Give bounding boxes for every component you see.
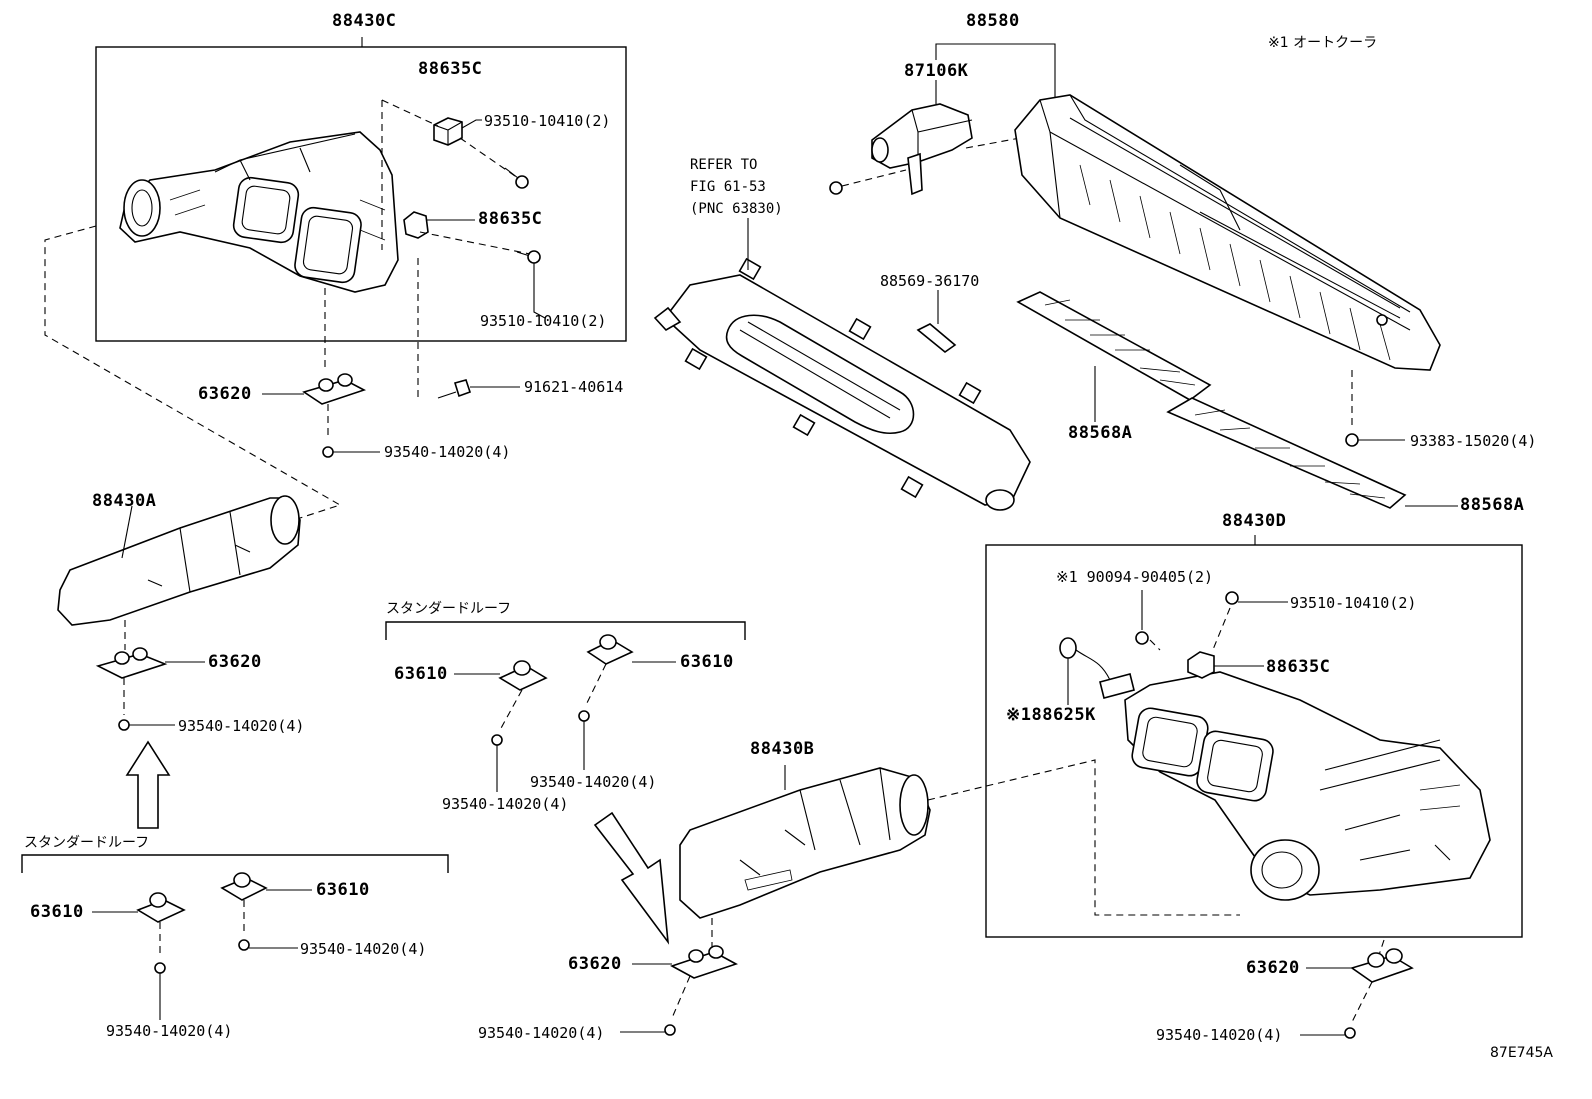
label-63610-b: 63610 <box>316 880 370 900</box>
label-88635C-c: 88635C <box>1266 657 1331 677</box>
label-93540-h: 93540-14020(4) <box>1156 1026 1283 1044</box>
label-standard-roof-b: スタンダードルーフ <box>386 601 512 617</box>
screw-servo <box>829 181 843 195</box>
duct-88430D <box>1124 671 1491 901</box>
label-88580: 88580 <box>966 11 1020 31</box>
label-88568A-a: 88568A <box>1068 423 1133 443</box>
label-63610-d: 63610 <box>680 652 734 672</box>
screw-93540-g <box>620 1024 676 1036</box>
label-93540-b: 93540-14020(4) <box>178 717 305 735</box>
servo-87106K <box>871 103 973 196</box>
label-93540-c: 93540-14020(4) <box>106 1022 233 1040</box>
screw-93510-b <box>516 250 541 264</box>
clip-88569 <box>916 290 957 354</box>
clip-88635C-c <box>1187 651 1264 679</box>
screw-93540-b <box>118 719 175 731</box>
label-93510-c: 93510-10410(2) <box>1290 594 1417 612</box>
label-63620-a: 63620 <box>198 384 252 404</box>
clip-63620-c <box>632 945 738 979</box>
label-88635C-b: 88635C <box>478 209 543 229</box>
screw-93540-f <box>578 710 590 770</box>
label-93540-d: 93540-14020(4) <box>300 940 427 958</box>
label-63620-d: 63620 <box>1246 958 1300 978</box>
duct-88430A <box>57 495 301 626</box>
label-93540-e: 93540-14020(4) <box>442 795 569 813</box>
label-figure-code: 87E745A <box>1490 1045 1553 1061</box>
clip-63620-a <box>262 373 367 405</box>
label-63620-b: 63620 <box>208 652 262 672</box>
screw-93510-a <box>504 167 529 189</box>
label-93510-b: 93510-10410(2) <box>480 312 607 330</box>
label-87106K: 87106K <box>904 61 969 81</box>
label-93540-g: 93540-14020(4) <box>478 1024 605 1042</box>
label-93540-a: 93540-14020(4) <box>384 443 511 461</box>
screw-93383 <box>1345 433 1405 447</box>
screw-93540-a <box>322 446 380 458</box>
label-63610-a: 63610 <box>30 902 84 922</box>
screw-93540-c <box>154 962 166 1020</box>
label-refer-pnc: (PNC 63830) <box>690 201 783 217</box>
label-88569: 88569-36170 <box>880 272 980 290</box>
clip-63610-d <box>586 634 676 665</box>
clip-63610-b <box>220 872 312 901</box>
label-refer-to: REFER TO <box>690 157 758 173</box>
diagonal-arrow <box>593 811 670 945</box>
label-88430C: 88430C <box>332 11 397 31</box>
screw-93540-e <box>491 734 503 792</box>
box-88430C <box>95 37 627 342</box>
label-88568A-b: 88568A <box>1460 495 1525 515</box>
duct-88430B <box>679 767 931 919</box>
label-note-autocooler: ※1 オートクーラ <box>1268 35 1378 51</box>
label-93383: 93383-15020(4) <box>1410 432 1537 450</box>
sensor-88625K <box>1059 637 1135 705</box>
clip-63610-a <box>92 892 186 923</box>
screw-93540-d <box>238 939 298 951</box>
bolt-91621 <box>437 379 520 399</box>
grille-88568A-lower <box>1166 397 1407 509</box>
label-88430D: 88430D <box>1222 511 1287 531</box>
screw-90094 <box>1135 590 1149 645</box>
label-93540-f: 93540-14020(4) <box>530 773 657 791</box>
duct-88430C <box>119 131 399 293</box>
label-88430A: 88430A <box>92 491 157 511</box>
screw-93510-c <box>1225 591 1288 605</box>
grille-88568A-upper <box>1016 291 1212 401</box>
box-88430D <box>985 544 1523 938</box>
label-90094: ※1 90094-90405(2) <box>1056 568 1214 586</box>
clip-63620-b <box>95 647 205 679</box>
duct-register <box>653 257 1031 511</box>
label-88635C-a: 88635C <box>418 59 483 79</box>
clip-63620-d <box>1306 948 1414 983</box>
label-63610-c: 63610 <box>394 664 448 684</box>
label-standard-roof-a: スタンダードルーフ <box>24 835 150 851</box>
label-88430B: 88430B <box>750 739 815 759</box>
label-88625K: ※188625K <box>1006 705 1096 725</box>
label-63620-c: 63620 <box>568 954 622 974</box>
label-93510-a: 93510-10410(2) <box>484 112 611 130</box>
clip-63610-c <box>454 660 548 691</box>
label-91621: 91621-40614 <box>524 378 624 396</box>
screw-93540-h <box>1300 1027 1356 1039</box>
panel-88580 <box>1014 94 1441 371</box>
clip-88635C-a <box>433 117 463 146</box>
up-arrow <box>125 740 171 829</box>
clip-88635C-b <box>403 211 429 239</box>
label-refer-fig: FIG 61-53 <box>690 179 766 195</box>
